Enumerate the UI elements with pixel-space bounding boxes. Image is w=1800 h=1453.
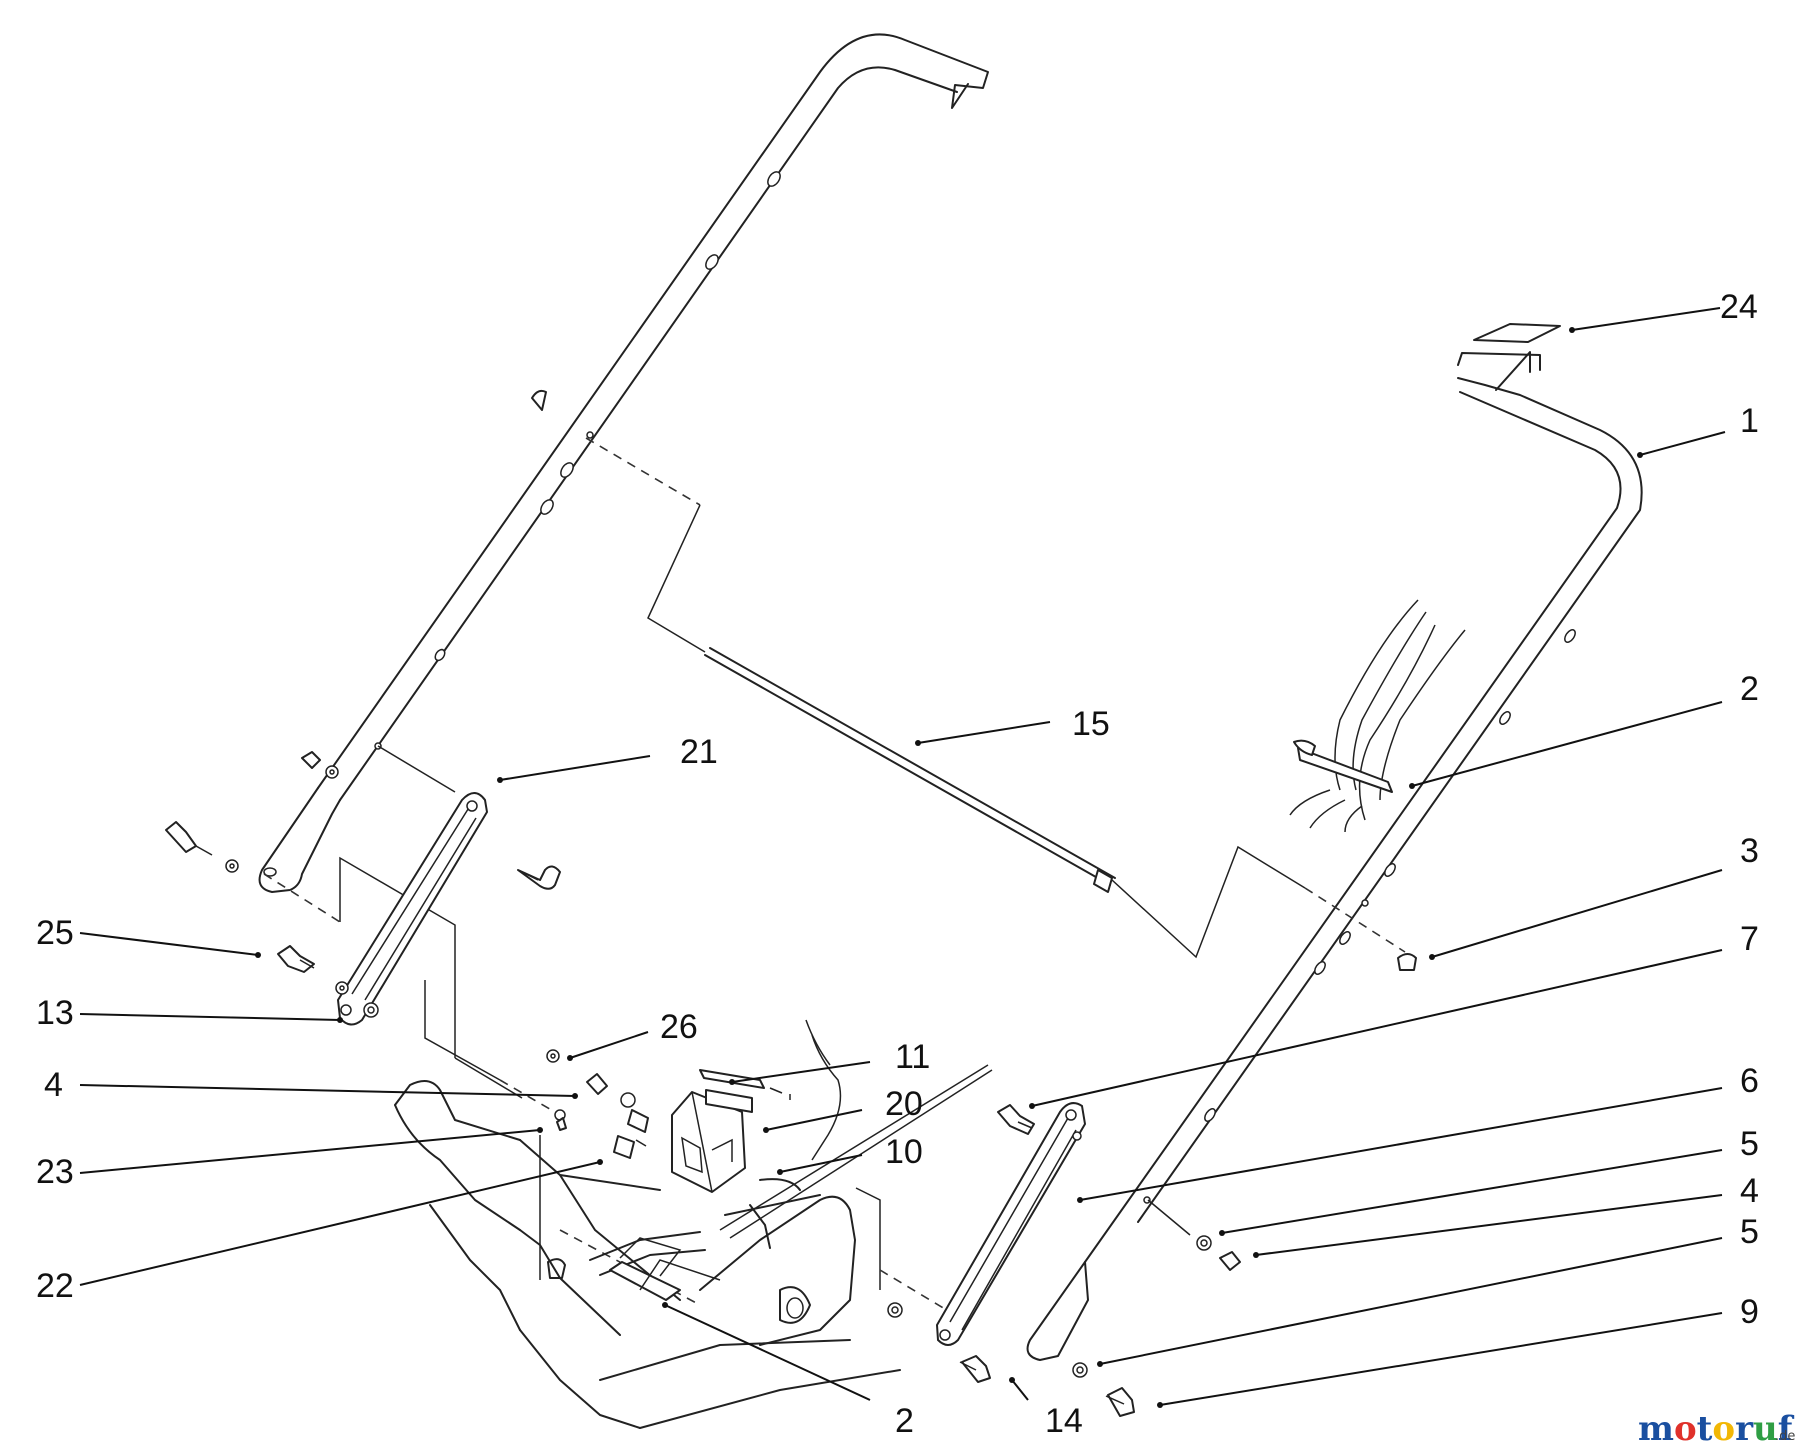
logo-letter-f: f	[1778, 1409, 1795, 1449]
logo-letter-o1: o	[1674, 1409, 1697, 1449]
callout-9: 9	[1740, 1293, 1759, 1331]
right-handle-tube	[1026, 351, 1643, 1361]
callout-3: 3	[1740, 832, 1759, 870]
callout-22: 22	[36, 1267, 74, 1305]
callout-23: 23	[36, 1153, 74, 1191]
bail-cable-assembly	[1289, 599, 1466, 833]
callout-4-left: 4	[44, 1066, 63, 1104]
logo-letter-t: t	[1697, 1409, 1713, 1449]
callout-labels: 24 1 2 3 7 6 5 4 5 9 15 21 25 13 26 4 11…	[36, 288, 1759, 1440]
cable-clip	[531, 389, 547, 411]
callout-14: 14	[1045, 1402, 1083, 1440]
cross-rod-part-15	[704, 647, 1116, 893]
callout-25: 25	[36, 914, 74, 952]
decal-part-24	[1473, 323, 1561, 343]
callout-24: 24	[1720, 288, 1758, 326]
logo-letter-o2: o	[1712, 1409, 1735, 1449]
callout-20: 20	[885, 1085, 923, 1123]
cable-guide-part-2-lower	[609, 1237, 721, 1301]
leader-lines	[79, 307, 1726, 1408]
deck-bracket-part-10	[671, 1019, 993, 1239]
right-hardware	[887, 953, 1417, 1417]
callout-4-right: 4	[1740, 1172, 1759, 1210]
svg-text:motoruf: motoruf	[1638, 1409, 1795, 1449]
callout-15: 15	[1072, 705, 1110, 743]
callout-10: 10	[885, 1133, 923, 1171]
logo-letter-r: r	[1735, 1409, 1754, 1449]
logo-letter-m: m	[1638, 1409, 1674, 1449]
mower-deck	[394, 1080, 901, 1429]
callout-13: 13	[36, 994, 74, 1032]
left-handle-tube	[258, 33, 989, 893]
motoruf-logo: motoruf .de	[1638, 1409, 1795, 1449]
callout-26: 26	[660, 1008, 698, 1046]
callout-2-upper: 2	[1740, 670, 1759, 708]
callout-2-lower: 2	[895, 1402, 914, 1440]
callout-21: 21	[680, 733, 718, 771]
callout-7: 7	[1740, 920, 1759, 958]
callout-6: 6	[1740, 1062, 1759, 1100]
logo-letter-u: u	[1753, 1409, 1778, 1449]
left-hardware	[165, 751, 649, 1159]
callout-5-lower: 5	[1740, 1213, 1759, 1251]
left-bracket-part-21	[337, 792, 488, 1026]
callout-1: 1	[1740, 402, 1759, 440]
logo-tld: .de	[1775, 1429, 1795, 1444]
right-bracket-part-6	[936, 1102, 1086, 1346]
callout-11: 11	[895, 1038, 930, 1076]
callout-5-upper: 5	[1740, 1125, 1759, 1163]
